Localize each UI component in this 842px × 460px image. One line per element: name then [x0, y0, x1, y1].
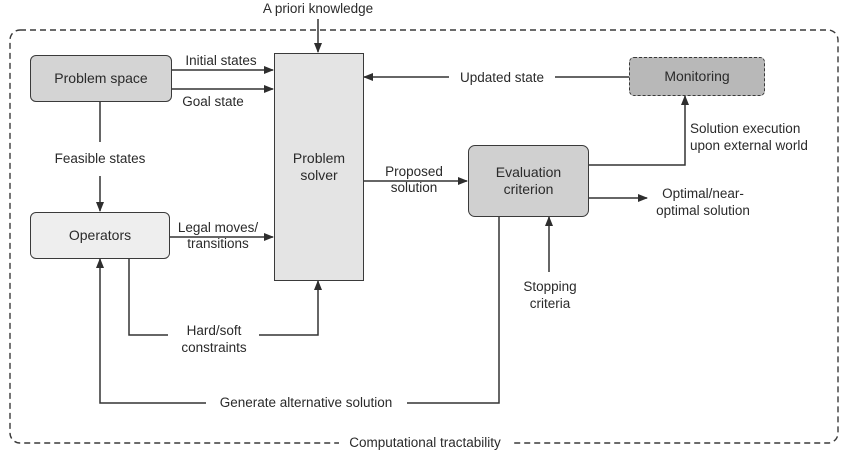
initial-states-label: Initial states [185, 53, 257, 68]
problem-space-node: Problem space [30, 55, 172, 102]
edge-hard-soft-left [128, 258, 168, 336]
edge-generate-alternative-left [96, 258, 206, 404]
goal-state-label: Goal state [182, 94, 244, 109]
edge-hard-soft-right [259, 280, 322, 336]
feasible-states-label: Feasible states [54, 151, 146, 166]
computational-tractability-boundary [9, 29, 839, 444]
proposed-solution-label-line2: solution [390, 180, 438, 195]
proposed-solution-label: Proposed solution [374, 164, 454, 196]
legal-moves-label-line2: transitions [187, 236, 249, 251]
proposed-solution-label-line1: Proposed [385, 164, 443, 179]
computational-tractability-label: Computational tractability [339, 435, 511, 451]
legal-moves-label: Legal moves/ transitions [172, 220, 264, 252]
stopping-criteria-label-line1: Stopping [523, 279, 577, 294]
evaluation-criterion-label-line2: criterion [503, 181, 554, 197]
operators-label: Operators [68, 227, 132, 243]
solution-execution-label: Solution execution upon external world [690, 120, 826, 154]
solution-execution-label-line1: Solution execution [690, 121, 801, 136]
edge-solution-execution [588, 95, 689, 166]
generate-alternative-label: Generate alternative solution [208, 395, 404, 411]
evaluation-criterion-node: Evaluation criterion [468, 145, 589, 217]
updated-state-label: Updated state [459, 70, 545, 85]
problem-solver-label-line2: solver [300, 167, 338, 183]
monitoring-node: Monitoring [629, 57, 765, 96]
evaluation-criterion-label-line1: Evaluation [495, 164, 562, 180]
hard-soft-constraints-label: Hard/soft constraints [172, 322, 256, 356]
stopping-criteria-label-line2: criteria [529, 296, 571, 311]
monitoring-label: Monitoring [664, 68, 730, 84]
legal-moves-label-line1: Legal moves/ [177, 220, 259, 235]
optimal-solution-label-line1: Optimal/near- [662, 186, 744, 201]
stopping-criteria-label: Stopping criteria [514, 278, 586, 312]
problem-solver-label-line1: Problem [292, 150, 346, 166]
operators-node: Operators [30, 212, 170, 259]
optimal-solution-label-line2: optimal solution [656, 203, 750, 218]
a-priori-knowledge-label: A priori knowledge [262, 1, 374, 16]
solution-execution-label-line2: upon external world [690, 138, 808, 153]
problem-space-label: Problem space [54, 70, 148, 86]
hard-soft-label-line1: Hard/soft [186, 323, 242, 338]
edge-generate-alternative-right [407, 216, 500, 404]
hard-soft-label-line2: constraints [181, 340, 247, 355]
optimal-solution-label: Optimal/near- optimal solution [648, 185, 758, 219]
problem-solver-node: Problem solver [274, 53, 364, 281]
